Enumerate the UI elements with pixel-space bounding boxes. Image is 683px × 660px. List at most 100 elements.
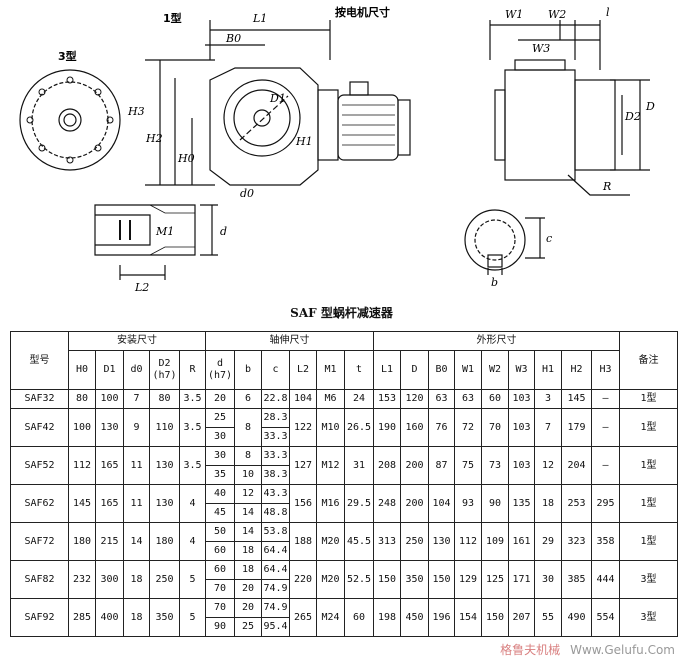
model-cell: SAF32 [10, 389, 69, 409]
table-cell: 72 [454, 408, 482, 447]
page-title: SAF 型蜗杆减速器 [290, 306, 393, 320]
table-cell: 112 [68, 446, 96, 485]
label-type3: 3型 [58, 49, 77, 63]
header-column: W1 [454, 350, 482, 390]
table-cell: 8 [234, 446, 262, 466]
table-cell: 313 [373, 522, 401, 561]
label-c: c [546, 232, 552, 245]
table-cell: 100 [95, 389, 124, 409]
header-note: 备注 [619, 331, 678, 390]
label-H1: H1 [295, 135, 313, 148]
watermark: 格鲁夫机械 Www.Gelufu.Com [500, 643, 675, 657]
table-cell: 24 [344, 389, 374, 409]
table-cell: 232 [68, 560, 96, 599]
table-cell: 198 [373, 598, 401, 637]
table-cell: 450 [400, 598, 429, 637]
table-cell: 4 [179, 522, 206, 561]
header-column: D [400, 350, 429, 390]
header-column: H2 [561, 350, 592, 390]
label-D1: D1 [269, 92, 286, 105]
model-cell: SAF52 [10, 446, 69, 485]
label-l: l [606, 6, 610, 19]
label-H3: H3 [127, 105, 145, 118]
table-cell: 25 [205, 408, 235, 428]
table-cell: M12 [316, 446, 345, 485]
header-group: 安装尺寸 [68, 331, 206, 351]
table-cell: 358 [591, 522, 620, 561]
table-cell: 490 [561, 598, 592, 637]
table-cell: 130 [428, 522, 455, 561]
note-cell: 1型 [619, 522, 678, 561]
table-cell: 180 [68, 522, 96, 561]
label-H2: H2 [145, 132, 163, 145]
table-cell: — [591, 389, 620, 409]
table-cell: 80 [68, 389, 96, 409]
table-cell: — [591, 446, 620, 485]
table-cell: 22.8 [261, 389, 290, 409]
table-cell: 12 [234, 484, 262, 504]
label-H0: H0 [177, 152, 195, 165]
header-group: 外形尺寸 [373, 331, 620, 351]
table-cell: 18 [123, 598, 150, 637]
table-cell: 220 [289, 560, 317, 599]
table-cell: 18 [123, 560, 150, 599]
table-cell: 127 [289, 446, 317, 485]
table-cell: 122 [289, 408, 317, 447]
table-cell: 150 [481, 598, 509, 637]
note-cell: 1型 [619, 389, 678, 409]
table-cell: 100 [68, 408, 96, 447]
table-cell: 14 [234, 522, 262, 542]
table-cell: 130 [149, 484, 180, 523]
table-cell: 204 [561, 446, 592, 485]
table-cell: 103 [508, 446, 535, 485]
table-cell: — [591, 408, 620, 447]
table-cell: 48.8 [261, 503, 290, 523]
table-cell: M10 [316, 408, 345, 447]
table-cell: 104 [289, 389, 317, 409]
table-cell: 63 [454, 389, 482, 409]
table-cell: 18 [234, 560, 262, 580]
table-cell: 70 [205, 579, 235, 599]
table-cell: 29.5 [344, 484, 374, 523]
table-cell: 18 [534, 484, 562, 523]
table-cell: 295 [591, 484, 620, 523]
table-cell: 165 [95, 446, 124, 485]
label-L2: L2 [134, 281, 149, 294]
table-cell: 60 [205, 560, 235, 580]
header-column: L2 [289, 350, 317, 390]
table-cell: 11 [123, 484, 150, 523]
table-cell: 165 [95, 484, 124, 523]
table-cell: 130 [149, 446, 180, 485]
table-cell: 161 [508, 522, 535, 561]
model-cell: SAF92 [10, 598, 69, 637]
table-cell: 29 [534, 522, 562, 561]
header-column: R [179, 350, 206, 390]
table-cell: 444 [591, 560, 620, 599]
table-cell: 30 [205, 446, 235, 466]
table-cell: 70 [481, 408, 509, 447]
table-cell: 179 [561, 408, 592, 447]
table-cell: 14 [234, 503, 262, 523]
table-cell: 3 [534, 389, 562, 409]
table-cell: 20 [234, 579, 262, 599]
header-column: t [344, 350, 374, 390]
table-cell: 20 [234, 598, 262, 618]
table-cell: 45.5 [344, 522, 374, 561]
header-column: L1 [373, 350, 401, 390]
label-R: R [602, 180, 611, 193]
table-cell: 171 [508, 560, 535, 599]
table-cell: 4 [179, 484, 206, 523]
table-cell: 350 [400, 560, 429, 599]
watermark-url: Www.Gelufu.Com [570, 643, 675, 657]
table-cell: 103 [508, 408, 535, 447]
table-cell: 6 [234, 389, 262, 409]
table-cell: 63 [428, 389, 455, 409]
table-cell: 20 [205, 389, 235, 409]
